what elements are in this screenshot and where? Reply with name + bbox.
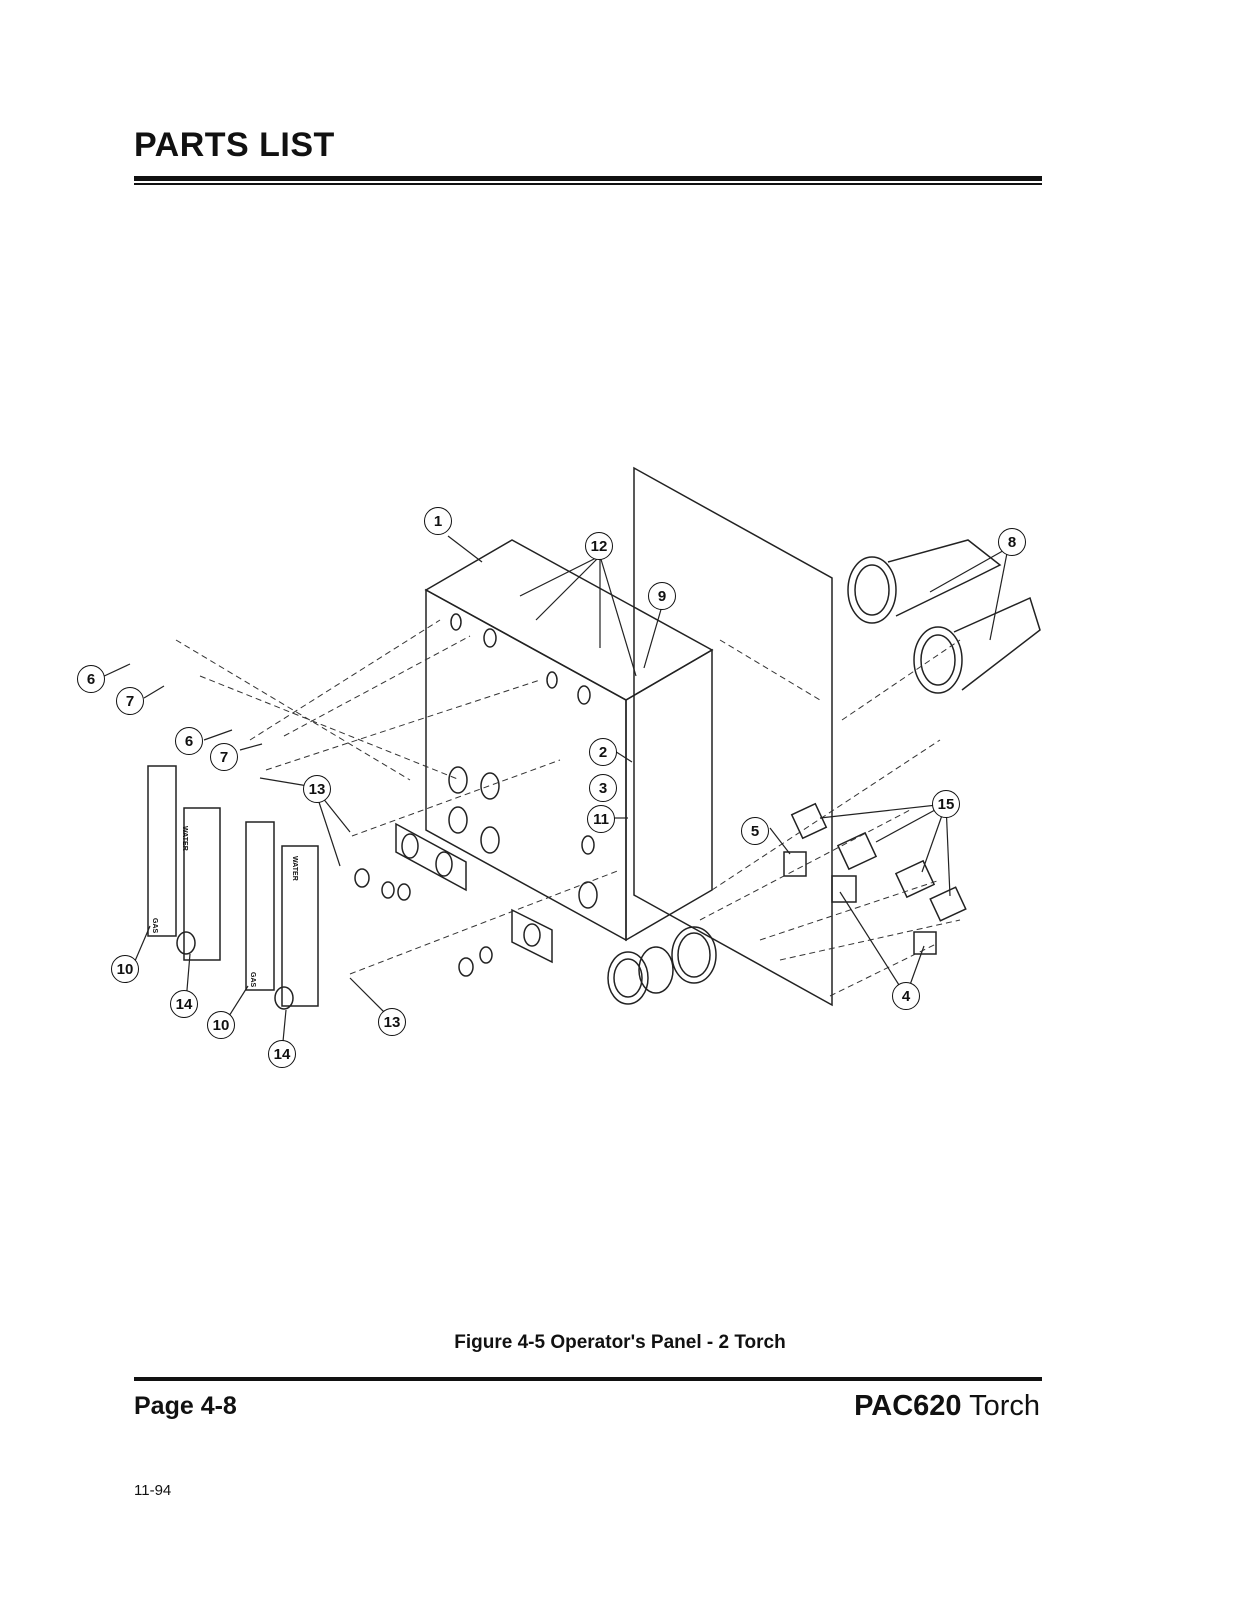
callout-6a: 6	[77, 665, 105, 693]
callout-11: 11	[587, 805, 615, 833]
flowmeter-4	[281, 845, 319, 1007]
page-title: PARTS LIST	[134, 126, 335, 164]
callout-2: 2	[589, 738, 617, 766]
flowmeter-2	[183, 807, 221, 961]
flowmeter-label-gas-2: GAS	[249, 972, 256, 988]
callout-15: 15	[932, 790, 960, 818]
rear-cover-plate	[633, 466, 833, 1007]
product-model: PAC620	[854, 1390, 962, 1422]
callout-4: 4	[892, 982, 920, 1010]
callout-12: 12	[585, 532, 613, 560]
figure-caption: Figure 4-5 Operator's Panel - 2 Torch	[454, 1332, 786, 1353]
callout-7b: 7	[210, 743, 238, 771]
flowmeter-3	[245, 821, 275, 991]
flowmeter-label-water-1: WATER	[181, 826, 188, 851]
product-word: Torch	[969, 1390, 1040, 1422]
callout-6b: 6	[175, 727, 203, 755]
callout-8: 8	[998, 528, 1026, 556]
callout-14a: 14	[170, 990, 198, 1018]
header-rule	[134, 176, 1042, 181]
callout-7a: 7	[116, 687, 144, 715]
page-number: Page 4-8	[134, 1392, 237, 1420]
callout-1: 1	[424, 507, 452, 535]
flowmeter-label-water-2: WATER	[291, 856, 298, 881]
callout-13a: 13	[303, 775, 331, 803]
callout-5: 5	[741, 817, 769, 845]
callout-9: 9	[648, 582, 676, 610]
callout-3: 3	[589, 774, 617, 802]
header-rule-thin	[134, 183, 1042, 185]
callout-13b: 13	[378, 1008, 406, 1036]
revision-date: 11-94	[134, 1482, 172, 1499]
flowmeter-1	[147, 765, 177, 937]
flowmeter-label-gas-1: GAS	[151, 918, 158, 934]
callout-10b: 10	[207, 1011, 235, 1039]
callout-14b: 14	[268, 1040, 296, 1068]
callout-10a: 10	[111, 955, 139, 983]
footer-rule	[134, 1377, 1042, 1381]
product-name: PAC620 Torch	[854, 1390, 1040, 1423]
